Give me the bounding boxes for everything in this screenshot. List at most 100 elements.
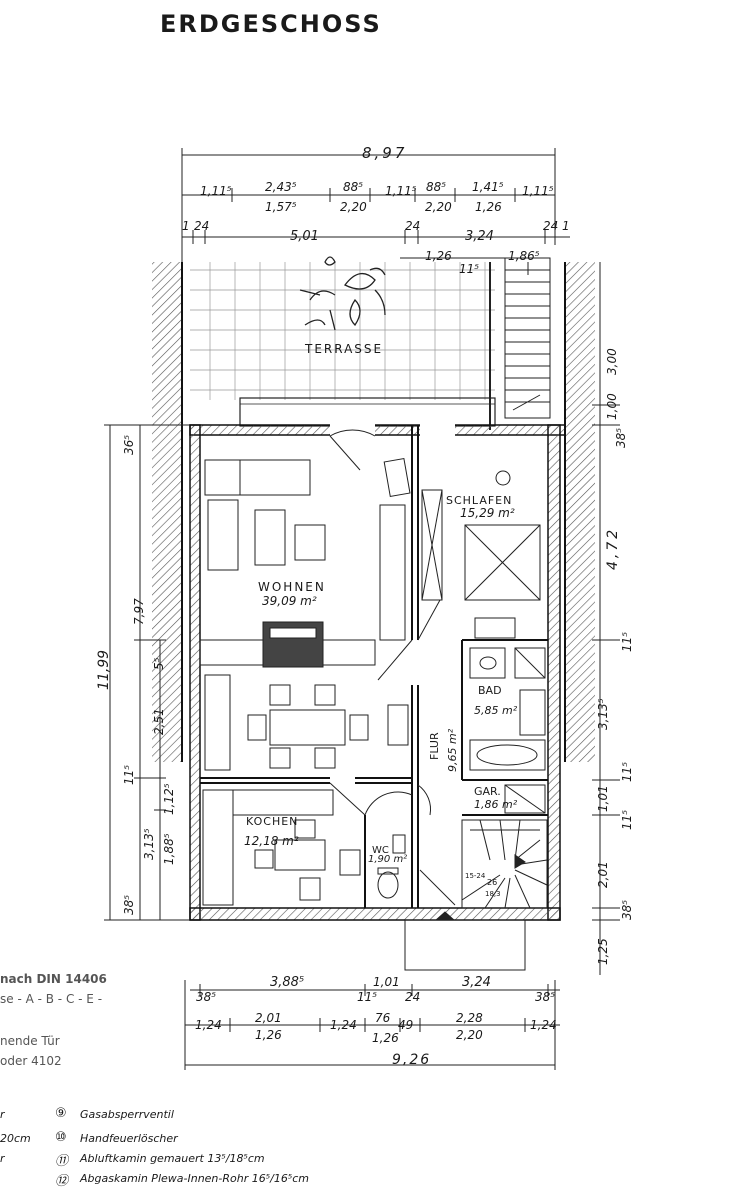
room-label-kochen: KOCHEN xyxy=(246,815,299,828)
page-title: ERDGESCHOSS xyxy=(160,10,382,38)
legend-item: Abgaskamin Plewa-Innen-Rohr 16⁵/16⁵cm xyxy=(80,1172,310,1185)
right-dimension-lines xyxy=(592,262,620,975)
dim-right: 1,25 xyxy=(596,938,610,965)
dim-top: 1,86⁵ xyxy=(508,249,540,263)
dim-top: 11⁵ xyxy=(459,262,480,276)
margin-text: se - A - B - C - E - xyxy=(0,992,103,1006)
dim-bottom: 38⁵ xyxy=(196,990,217,1004)
room-label-wohnen: WOHNEN xyxy=(258,580,326,594)
room-label-gar: GAR. xyxy=(474,785,501,798)
dim-left: 7,97 xyxy=(132,598,146,625)
room-label-flur: FLUR xyxy=(428,732,441,760)
dim-left: 38⁵ xyxy=(122,894,136,915)
dim-left: 2,51 xyxy=(152,708,166,735)
dim-left: 3,13⁵ xyxy=(142,828,156,860)
dim-bottom: 2,28 xyxy=(456,1011,483,1025)
wohnen-furniture xyxy=(199,457,411,771)
dim-top: 1,11⁵ xyxy=(385,184,417,198)
legend-number: ⑩ xyxy=(55,1130,67,1145)
legend-item: Abluftkamin gemauert 13⁵/18⁵cm xyxy=(80,1152,265,1165)
dim-top: 24 xyxy=(543,219,559,233)
legend-number: ⑪ xyxy=(55,1154,69,1169)
dim-top: 1 xyxy=(182,219,190,233)
bottom-dimension-lines xyxy=(184,980,560,1070)
outdoor-stair xyxy=(489,257,551,430)
dim-top: 1,26 xyxy=(475,200,502,214)
dim-bottom: 76 xyxy=(375,1011,391,1025)
room-area-flur: 9,65 m² xyxy=(446,728,459,772)
dim-bottom: 2,20 xyxy=(456,1028,483,1042)
dim-left: 11,99 xyxy=(96,649,112,690)
dim-right: 3,00 xyxy=(605,348,619,375)
dim-bottom: 1,24 xyxy=(330,1018,357,1032)
stair-label: 26 xyxy=(487,878,498,887)
dim-right: 4,72 xyxy=(605,526,621,570)
room-area-kochen: 12,18 m² xyxy=(244,834,299,848)
dim-bottom: 24 xyxy=(405,990,421,1004)
wc-fixtures xyxy=(377,834,406,899)
plant-icon xyxy=(299,256,386,331)
kochen-furniture xyxy=(202,789,361,906)
room-area-wc: 1,90 m² xyxy=(368,854,408,865)
schlafen-furniture xyxy=(421,470,541,639)
dim-top: 2,43⁵ xyxy=(265,180,297,194)
top-dimension-lines xyxy=(181,148,570,262)
dim-left: 11⁵ xyxy=(122,764,136,785)
left-dimension-lines xyxy=(104,424,190,921)
dim-bottom: 1,24 xyxy=(530,1018,557,1032)
dim-bottom: 3,88⁵ xyxy=(270,975,305,990)
legend-left: r xyxy=(0,1152,5,1165)
stair-label: 18,3 xyxy=(485,890,501,898)
dim-top: 1,11⁵ xyxy=(200,184,232,198)
dim-top: 1,41⁵ xyxy=(472,180,504,194)
dim-right: 11⁵ xyxy=(620,631,634,652)
room-label-wc: WC xyxy=(372,845,389,856)
dim-top: 5,01 xyxy=(290,229,319,244)
margin-text: nach DIN 14406 xyxy=(0,972,107,986)
dim-right: 1,01 xyxy=(596,785,610,812)
dim-top: 88⁵ xyxy=(426,180,447,194)
dim-right: 11⁵ xyxy=(620,761,634,782)
dim-top: 88⁵ xyxy=(343,180,364,194)
room-area-schlafen: 15,29 m² xyxy=(460,506,515,520)
dim-top: 2,20 xyxy=(340,200,367,214)
dim-top: 1 xyxy=(562,219,570,233)
terrace-parapet xyxy=(239,397,496,427)
dim-right: 38⁵ xyxy=(620,899,634,920)
dim-top: 2,20 xyxy=(425,200,452,214)
room-label-schlafen: SCHLAFEN xyxy=(446,494,513,507)
dim-top: 3,24 xyxy=(465,229,494,244)
bad-fixtures xyxy=(469,647,546,771)
legend-item: Gasabsperrventil xyxy=(80,1108,174,1121)
dim-bottom: 11⁵ xyxy=(357,990,378,1004)
internal-stair xyxy=(461,819,548,909)
legend-left: 20cm xyxy=(0,1132,31,1145)
legend-number: ⑫ xyxy=(55,1174,69,1189)
room-label-bad: BAD xyxy=(478,684,502,697)
dim-left: 1,88⁵ xyxy=(162,833,176,865)
dim-bottom: 1,01 xyxy=(373,975,400,989)
margin-text: oder 4102 xyxy=(0,1054,62,1068)
entrance xyxy=(404,911,526,971)
room-label-terrasse: TERRASSE xyxy=(305,342,384,356)
dim-top: 24 xyxy=(194,219,210,233)
outer-walls xyxy=(189,424,566,921)
dim-left: 5⁵ xyxy=(152,657,166,670)
dim-bottom: 1,26 xyxy=(255,1028,282,1042)
terrace-tiles xyxy=(190,262,495,400)
garderobe xyxy=(504,784,546,814)
dim-bottom: 49 xyxy=(398,1018,414,1032)
dim-total-top: 8,97 xyxy=(362,144,408,162)
legend-item: Handfeuerlöscher xyxy=(80,1132,178,1145)
dim-bottom: 3,24 xyxy=(462,975,491,990)
interior-walls xyxy=(200,425,548,908)
dim-top: 1,26 xyxy=(425,249,452,263)
dim-right: 38⁵ xyxy=(614,427,628,448)
dim-right: 1,00 xyxy=(605,393,619,420)
dim-bottom: 1,24 xyxy=(195,1018,222,1032)
margin-text: nende Tür xyxy=(0,1034,60,1048)
room-area-gar: 1,86 m² xyxy=(474,798,518,811)
dim-right: 2,01 xyxy=(596,861,610,888)
stair-label: 15-24 xyxy=(465,872,486,880)
